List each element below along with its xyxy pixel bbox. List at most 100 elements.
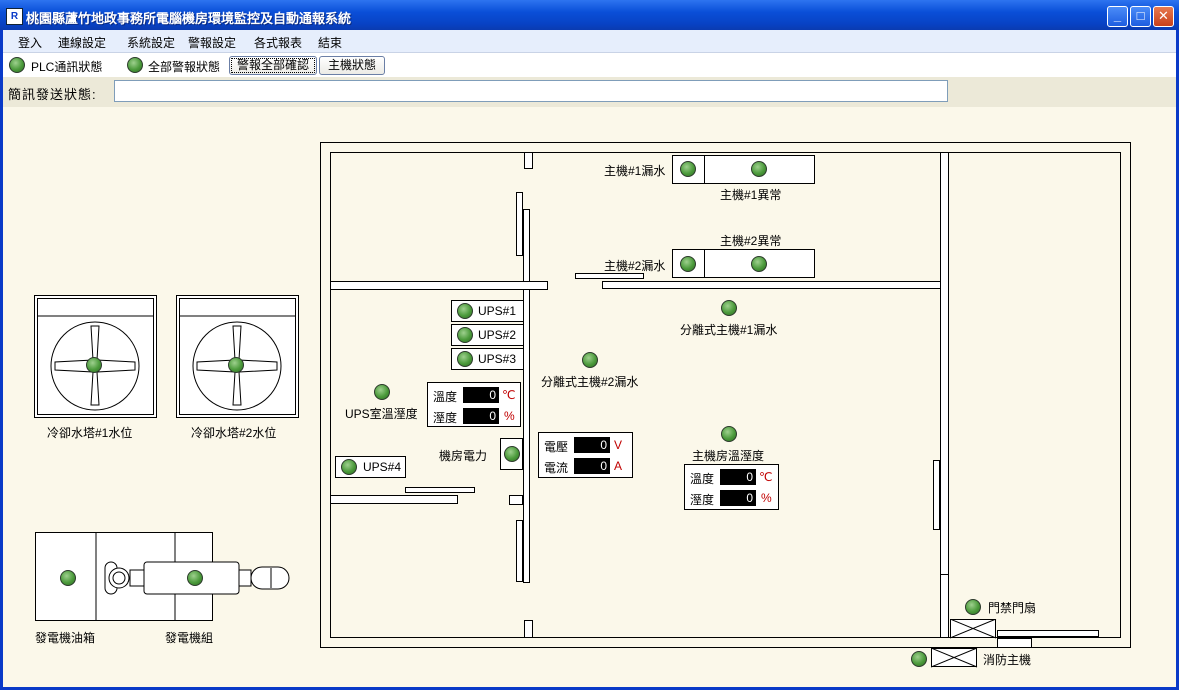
ups1-box: UPS#1: [451, 300, 524, 322]
host-room-temp-indicator: [721, 426, 737, 442]
cooling-tower1-label: 冷卻水塔#1水位: [47, 426, 133, 440]
split-host1-leak-indicator: [721, 300, 737, 316]
minimize-button[interactable]: _: [1107, 6, 1128, 27]
menu-system-settings[interactable]: 系統設定: [127, 36, 176, 50]
right-room-wall: [602, 281, 941, 289]
fire-host-label: 消防主機: [983, 653, 1032, 667]
host-status-button[interactable]: 主機狀態: [319, 56, 385, 75]
power-readings: 電壓 0 V 電流 0 A: [538, 432, 633, 478]
door-frame: [997, 630, 1099, 637]
cooling-tower2-indicator: [228, 357, 244, 373]
menu-alarm-settings[interactable]: 警報設定: [188, 36, 237, 50]
left-room-wall: [330, 281, 548, 290]
ups2-box: UPS#2: [451, 324, 524, 346]
ups2-label: UPS#2: [478, 328, 517, 342]
plc-status-indicator: [9, 57, 25, 73]
voltage-unit: V: [614, 438, 623, 452]
split-host1-leak-label: 分離式主機#1漏水: [680, 323, 778, 337]
sms-status-label: 簡訊發送狀態:: [8, 87, 97, 102]
right-wall-door: [933, 460, 940, 530]
ups4-indicator: [341, 459, 357, 475]
host-humidity-value: 0: [720, 490, 756, 506]
close-button[interactable]: ✕: [1153, 6, 1174, 27]
ack-all-alarms-button[interactable]: 警報全部確認: [229, 56, 317, 75]
all-alarm-indicator: [127, 57, 143, 73]
app-icon: R: [6, 8, 23, 25]
host1-leak-indicator: [680, 161, 696, 177]
ups-temp-unit: ℃: [502, 388, 516, 402]
host1-abnormal-indicator: [751, 161, 767, 177]
ups-humidity-value: 0: [463, 408, 499, 424]
partition-door-frame: [516, 192, 523, 256]
ups3-box: UPS#3: [451, 348, 524, 370]
host-room-temp-label: 主機房溫溼度: [692, 449, 765, 463]
floorplan-outer-wall: [320, 142, 1131, 648]
partition-stub-bottom: [524, 620, 533, 638]
host-temp-label: 溫度: [690, 472, 715, 486]
right-wall-stub: [940, 574, 949, 638]
split-host2-leak-label: 分離式主機#2漏水: [541, 375, 639, 389]
ups-room-temp-label: UPS室溫溼度: [345, 407, 418, 421]
host2-abnormal-label: 主機#2異常: [720, 234, 782, 248]
host2-panel-divider: [704, 249, 705, 278]
host1-abnormal-label: 主機#1異常: [720, 188, 782, 202]
host1-leak-label: 主機#1漏水: [604, 164, 666, 178]
host2-abnormal-indicator: [751, 256, 767, 272]
partition-door-frame-2: [516, 520, 523, 582]
split-host2-leak-indicator: [582, 352, 598, 368]
host-temp-unit: ℃: [759, 470, 773, 484]
current-unit: A: [614, 459, 623, 473]
voltage-value: 0: [574, 437, 610, 453]
maximize-button[interactable]: □: [1130, 6, 1151, 27]
cooling-tower1-icon: [34, 295, 157, 418]
all-alarm-label: 全部警報狀態: [148, 60, 221, 74]
generator-tank-label: 發電機油箱: [35, 631, 96, 645]
voltage-label: 電壓: [544, 440, 569, 454]
fire-host-indicator: [911, 651, 927, 667]
cooling-tower2-label: 冷卻水塔#2水位: [191, 426, 277, 440]
window-title: 桃園縣蘆竹地政事務所電腦機房環境監控及自動通報系統: [26, 11, 352, 26]
menu-reports[interactable]: 各式報表: [254, 36, 303, 50]
menu-exit[interactable]: 結束: [318, 36, 343, 50]
ups1-indicator: [457, 303, 473, 319]
room-power-box: [500, 438, 523, 470]
host2-leak-label: 主機#2漏水: [604, 259, 666, 273]
ups4-box: UPS#4: [335, 456, 406, 478]
plc-status-label: PLC通訊狀態: [31, 60, 103, 74]
menu-login[interactable]: 登入: [18, 36, 43, 50]
sms-status-row: 簡訊發送狀態:: [3, 77, 1176, 107]
title-bar: R 桃園縣蘆竹地政事務所電腦機房環境監控及自動通報系統 _ □ ✕: [0, 0, 1179, 30]
host-temp-value: 0: [720, 469, 756, 485]
partition-stub-mid: [509, 495, 523, 505]
ups-humidity-label: 溼度: [433, 411, 458, 425]
floorplan-inner-wall: [330, 152, 1121, 638]
current-label: 電流: [544, 461, 569, 475]
generator-set-label: 發電機組: [165, 631, 214, 645]
host2-leak-indicator: [680, 256, 696, 272]
ups-room-readings: 溫度 0 ℃ 溼度 0 %: [427, 382, 521, 427]
room-power-label: 機房電力: [439, 449, 488, 463]
generator-set-indicator: [187, 570, 203, 586]
host-room-readings: 溫度 0 ℃ 溼度 0 %: [684, 464, 779, 510]
ups1-label: UPS#1: [478, 304, 517, 318]
host1-panel-divider: [704, 155, 705, 184]
current-value: 0: [574, 458, 610, 474]
sms-status-field[interactable]: [114, 80, 948, 102]
door-icon: [950, 619, 997, 639]
ups2-indicator: [457, 327, 473, 343]
ups-temp-label: 溫度: [433, 390, 458, 404]
host-humidity-label: 溼度: [690, 493, 715, 507]
door-access-indicator: [965, 599, 981, 615]
door-step: [997, 638, 1032, 648]
partition-stub-top: [524, 152, 533, 169]
ups3-indicator: [457, 351, 473, 367]
ups-room-wall: [330, 495, 458, 504]
right-vertical-wall: [940, 152, 949, 638]
menu-connection-settings[interactable]: 連線設定: [58, 36, 107, 50]
room-power-indicator: [504, 446, 520, 462]
ups3-label: UPS#3: [478, 352, 517, 366]
fire-host-icon: [931, 648, 978, 668]
right-room-door: [575, 273, 644, 279]
host-humidity-unit: %: [761, 491, 772, 505]
door-access-label: 門禁門扇: [988, 601, 1037, 615]
